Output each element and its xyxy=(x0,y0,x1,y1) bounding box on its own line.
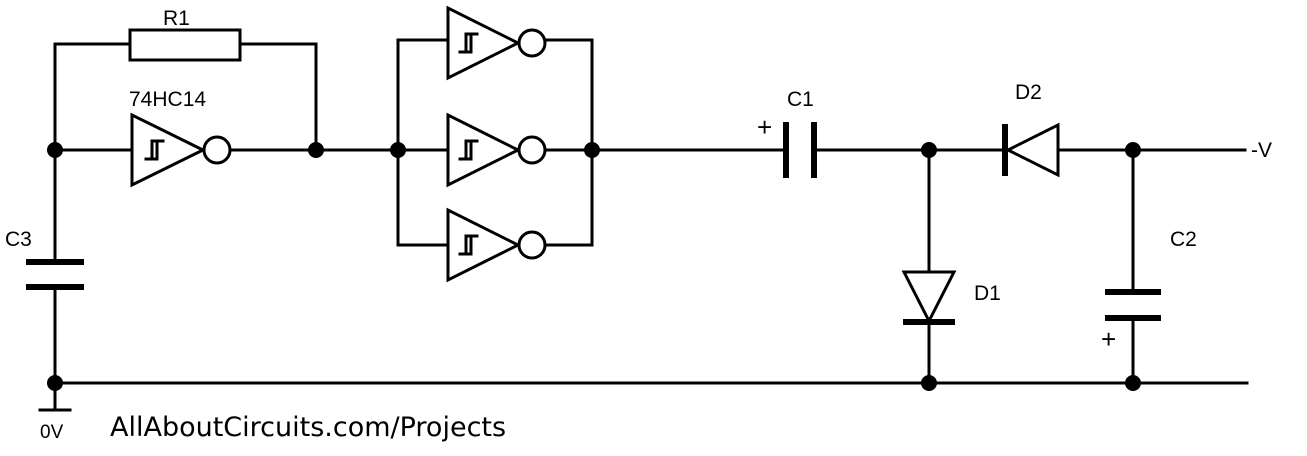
label-d1: D1 xyxy=(974,282,1001,305)
junction-dot xyxy=(1125,375,1141,391)
label-ic: 74HC14 xyxy=(129,88,206,111)
label-c1: C1 xyxy=(787,88,814,111)
credit-text: AllAboutCircuits.com/Projects xyxy=(110,412,506,443)
schmitt-inverter-buffer-1 xyxy=(446,5,547,81)
wires xyxy=(53,38,1249,412)
label-output-voltage: -V xyxy=(1251,139,1272,162)
label-c2-polarity: + xyxy=(1101,324,1116,354)
junction-dot xyxy=(390,142,406,158)
junction-dot xyxy=(308,142,324,158)
label-d2: D2 xyxy=(1015,81,1042,104)
capacitor-c2 xyxy=(1105,289,1161,321)
junction-dot xyxy=(921,142,937,158)
junction-dot xyxy=(584,142,600,158)
schmitt-inverter-buffer-3 xyxy=(446,207,547,283)
schmitt-trigger-icon xyxy=(458,32,479,54)
label-r1: R1 xyxy=(163,7,190,30)
label-c2: C2 xyxy=(1170,228,1197,251)
diode-d1 xyxy=(901,270,957,325)
capacitor-c1 xyxy=(783,122,817,178)
junction-dots xyxy=(47,142,1141,391)
label-c3: C3 xyxy=(5,228,32,251)
junction-dot xyxy=(47,142,63,158)
wire-feedback-left xyxy=(53,42,132,152)
label-ground: 0V xyxy=(40,422,64,443)
schmitt-trigger-icon xyxy=(458,234,479,256)
wire-feedback-right xyxy=(238,42,318,152)
schmitt-trigger-icon xyxy=(144,139,165,161)
junction-dot xyxy=(47,375,63,391)
junction-dot xyxy=(921,375,937,391)
schmitt-trigger-icon xyxy=(458,139,479,161)
schmitt-inverter-oscillator xyxy=(130,112,232,188)
junction-dot xyxy=(1125,142,1141,158)
resistor-r1 xyxy=(128,28,242,62)
capacitor-c3 xyxy=(26,259,84,290)
diode-d2 xyxy=(1002,122,1060,178)
label-c1-polarity: + xyxy=(757,112,772,142)
schmitt-inverter-buffer-2 xyxy=(446,112,547,188)
